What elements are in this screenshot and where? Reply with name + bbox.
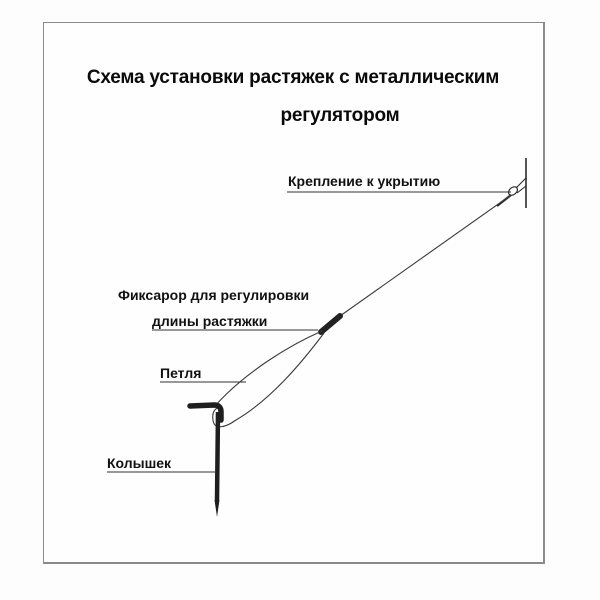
stake-icon [187, 402, 224, 517]
label-stake: Колышек [107, 455, 172, 471]
shelter-attachment-loop-icon [507, 177, 527, 196]
diagram-frame [43, 22, 545, 564]
guy-rope [339, 194, 512, 317]
rope-loop-upper [213, 330, 323, 408]
label-loop: Петля [160, 365, 202, 381]
rope-loop-lower [212, 332, 325, 428]
label-adjuster-line2: длины растяжки [152, 313, 268, 329]
label-adjuster-line1: Фиксарор для регулировки [118, 287, 310, 303]
diagram-title-line1: Схема установки растяжек с металлическим [86, 67, 500, 88]
metal-adjuster-icon [318, 313, 343, 335]
label-attachment: Крепление к укрытию [288, 173, 441, 189]
diagram-title-line2: регулятором [280, 105, 400, 126]
